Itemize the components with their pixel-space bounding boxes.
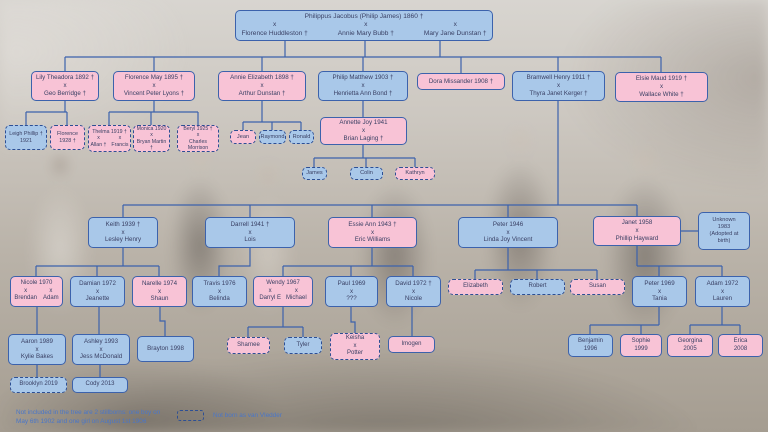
person-sharnee: Sharnee: [227, 337, 270, 354]
legend: Not born as van Vledder: [177, 410, 282, 421]
person-leigh: Leigh Phillip †1921: [5, 125, 47, 150]
person-robert: Robert: [510, 279, 565, 295]
person-cody: Cody 2013: [72, 377, 128, 393]
person-philippus: Philippus Jacobus (Philip James) 1860 †x…: [235, 10, 493, 41]
person-tyler: Tyler: [284, 337, 322, 354]
person-elizabeth: Elizabeth: [448, 279, 503, 295]
person-jean: Jean: [230, 130, 256, 144]
person-brooklyn: Brooklyn 2019: [10, 377, 67, 393]
person-raymond: Raymond: [259, 130, 286, 144]
person-brayton: Brayton 1998: [137, 336, 194, 362]
footnote-line-2: May 6th 1902 and one girl on August 1st …: [16, 418, 147, 426]
dashed-box-legend-swatch: [177, 410, 204, 421]
person-kathryn: Kathryn: [395, 167, 435, 180]
person-ronald: Ronald: [289, 130, 314, 144]
legend-label: Not born as van Vledder: [213, 412, 282, 419]
footnote-line-1: Not included in the tree are 2 stillborn…: [16, 409, 161, 416]
person-dora: Dora Missander 1908 †: [417, 73, 505, 90]
footnote: Not included in the tree are 2 stillborn…: [16, 408, 160, 427]
person-susan: Susan: [570, 279, 625, 295]
person-colin: Colin: [350, 167, 383, 180]
person-james: James: [302, 167, 327, 180]
person-imogen: Imogen: [388, 336, 435, 353]
